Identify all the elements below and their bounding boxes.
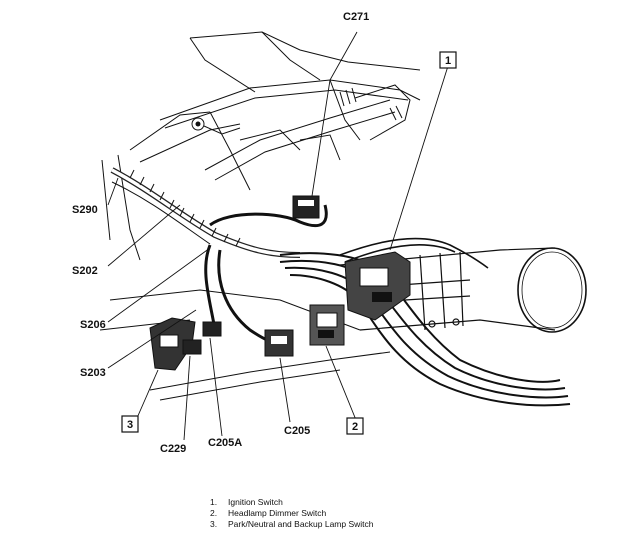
- dash-clip: [191, 87, 403, 135]
- legend-num-1: 1.: [210, 497, 217, 507]
- legend-text-1: Ignition Switch: [228, 497, 283, 507]
- dash-structure: [99, 31, 421, 401]
- c205a-connector: [202, 321, 222, 337]
- callout-1: 1: [439, 51, 457, 69]
- leader-lines: [107, 31, 449, 441]
- legend-num-3: 3.: [210, 519, 217, 529]
- c205-connector: [264, 329, 294, 357]
- s206-label: S206: [80, 319, 106, 331]
- callout-2-number: 2: [352, 421, 358, 433]
- callout-3-number: 3: [127, 419, 133, 431]
- steering-column: [339, 247, 587, 333]
- s203-label: S203: [80, 367, 106, 379]
- legend-text-3: Park/Neutral and Backup Lamp Switch: [228, 519, 374, 529]
- headlamp-dimmer-switch: [309, 304, 345, 346]
- callout-1-number: 1: [445, 55, 451, 67]
- callout-2: 2: [346, 417, 364, 435]
- wiring-harness: [110, 167, 571, 407]
- s290-label: S290: [72, 204, 98, 216]
- ignition-switch: [344, 251, 411, 321]
- c271-connector: [292, 195, 320, 219]
- s202-label: S202: [72, 265, 98, 277]
- c229-label: C229: [160, 443, 186, 455]
- legend: 1. Ignition Switch 2. Headlamp Dimmer Sw…: [210, 497, 374, 529]
- c229-connector: [182, 339, 202, 355]
- legend-num-2: 2.: [210, 508, 217, 518]
- c205a-label: C205A: [208, 437, 242, 449]
- c205-label: C205: [284, 425, 310, 437]
- c271-label: C271: [343, 11, 369, 23]
- callout-3: 3: [121, 415, 139, 433]
- legend-text-2: Headlamp Dimmer Switch: [228, 508, 327, 518]
